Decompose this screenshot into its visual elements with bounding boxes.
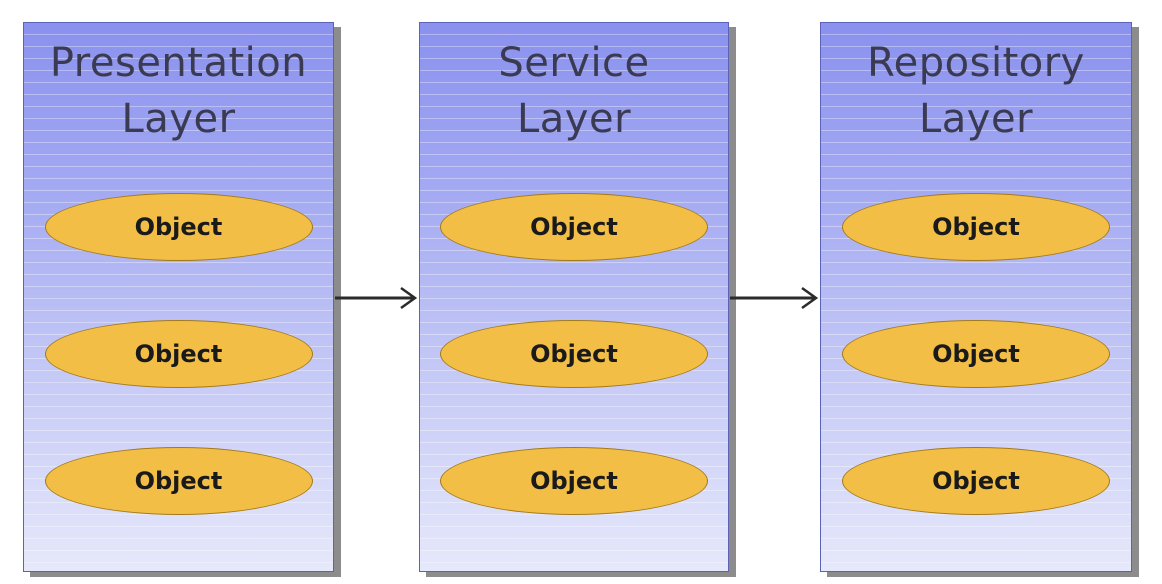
object-ellipse: Object xyxy=(44,447,313,515)
object-ellipse: Object xyxy=(440,320,708,388)
layer-title: Presentation xyxy=(49,40,308,86)
presentation-layer-box: Presentation Layer Object Object Object xyxy=(23,22,334,572)
service-layer-box: Service Layer Object Object Object xyxy=(419,22,729,572)
object-ellipse: Object xyxy=(440,193,708,261)
arrow-presentation-to-service xyxy=(335,286,418,310)
layer-title: Layer xyxy=(121,96,236,142)
object-ellipse: Object xyxy=(842,447,1110,515)
layer-title: Layer xyxy=(516,96,632,142)
object-ellipse: Object xyxy=(842,320,1110,388)
object-ellipse: Object xyxy=(44,193,313,261)
object-ellipse: Object xyxy=(44,320,313,388)
arrow-service-to-repository xyxy=(730,286,819,310)
layer-title: Service xyxy=(498,40,650,86)
layer-title: Repository xyxy=(867,40,1085,86)
repository-layer-box: Repository Layer Object Object Object xyxy=(820,22,1132,572)
layer-title: Layer xyxy=(918,96,1034,142)
object-ellipse: Object xyxy=(842,193,1110,261)
object-ellipse: Object xyxy=(440,447,708,515)
